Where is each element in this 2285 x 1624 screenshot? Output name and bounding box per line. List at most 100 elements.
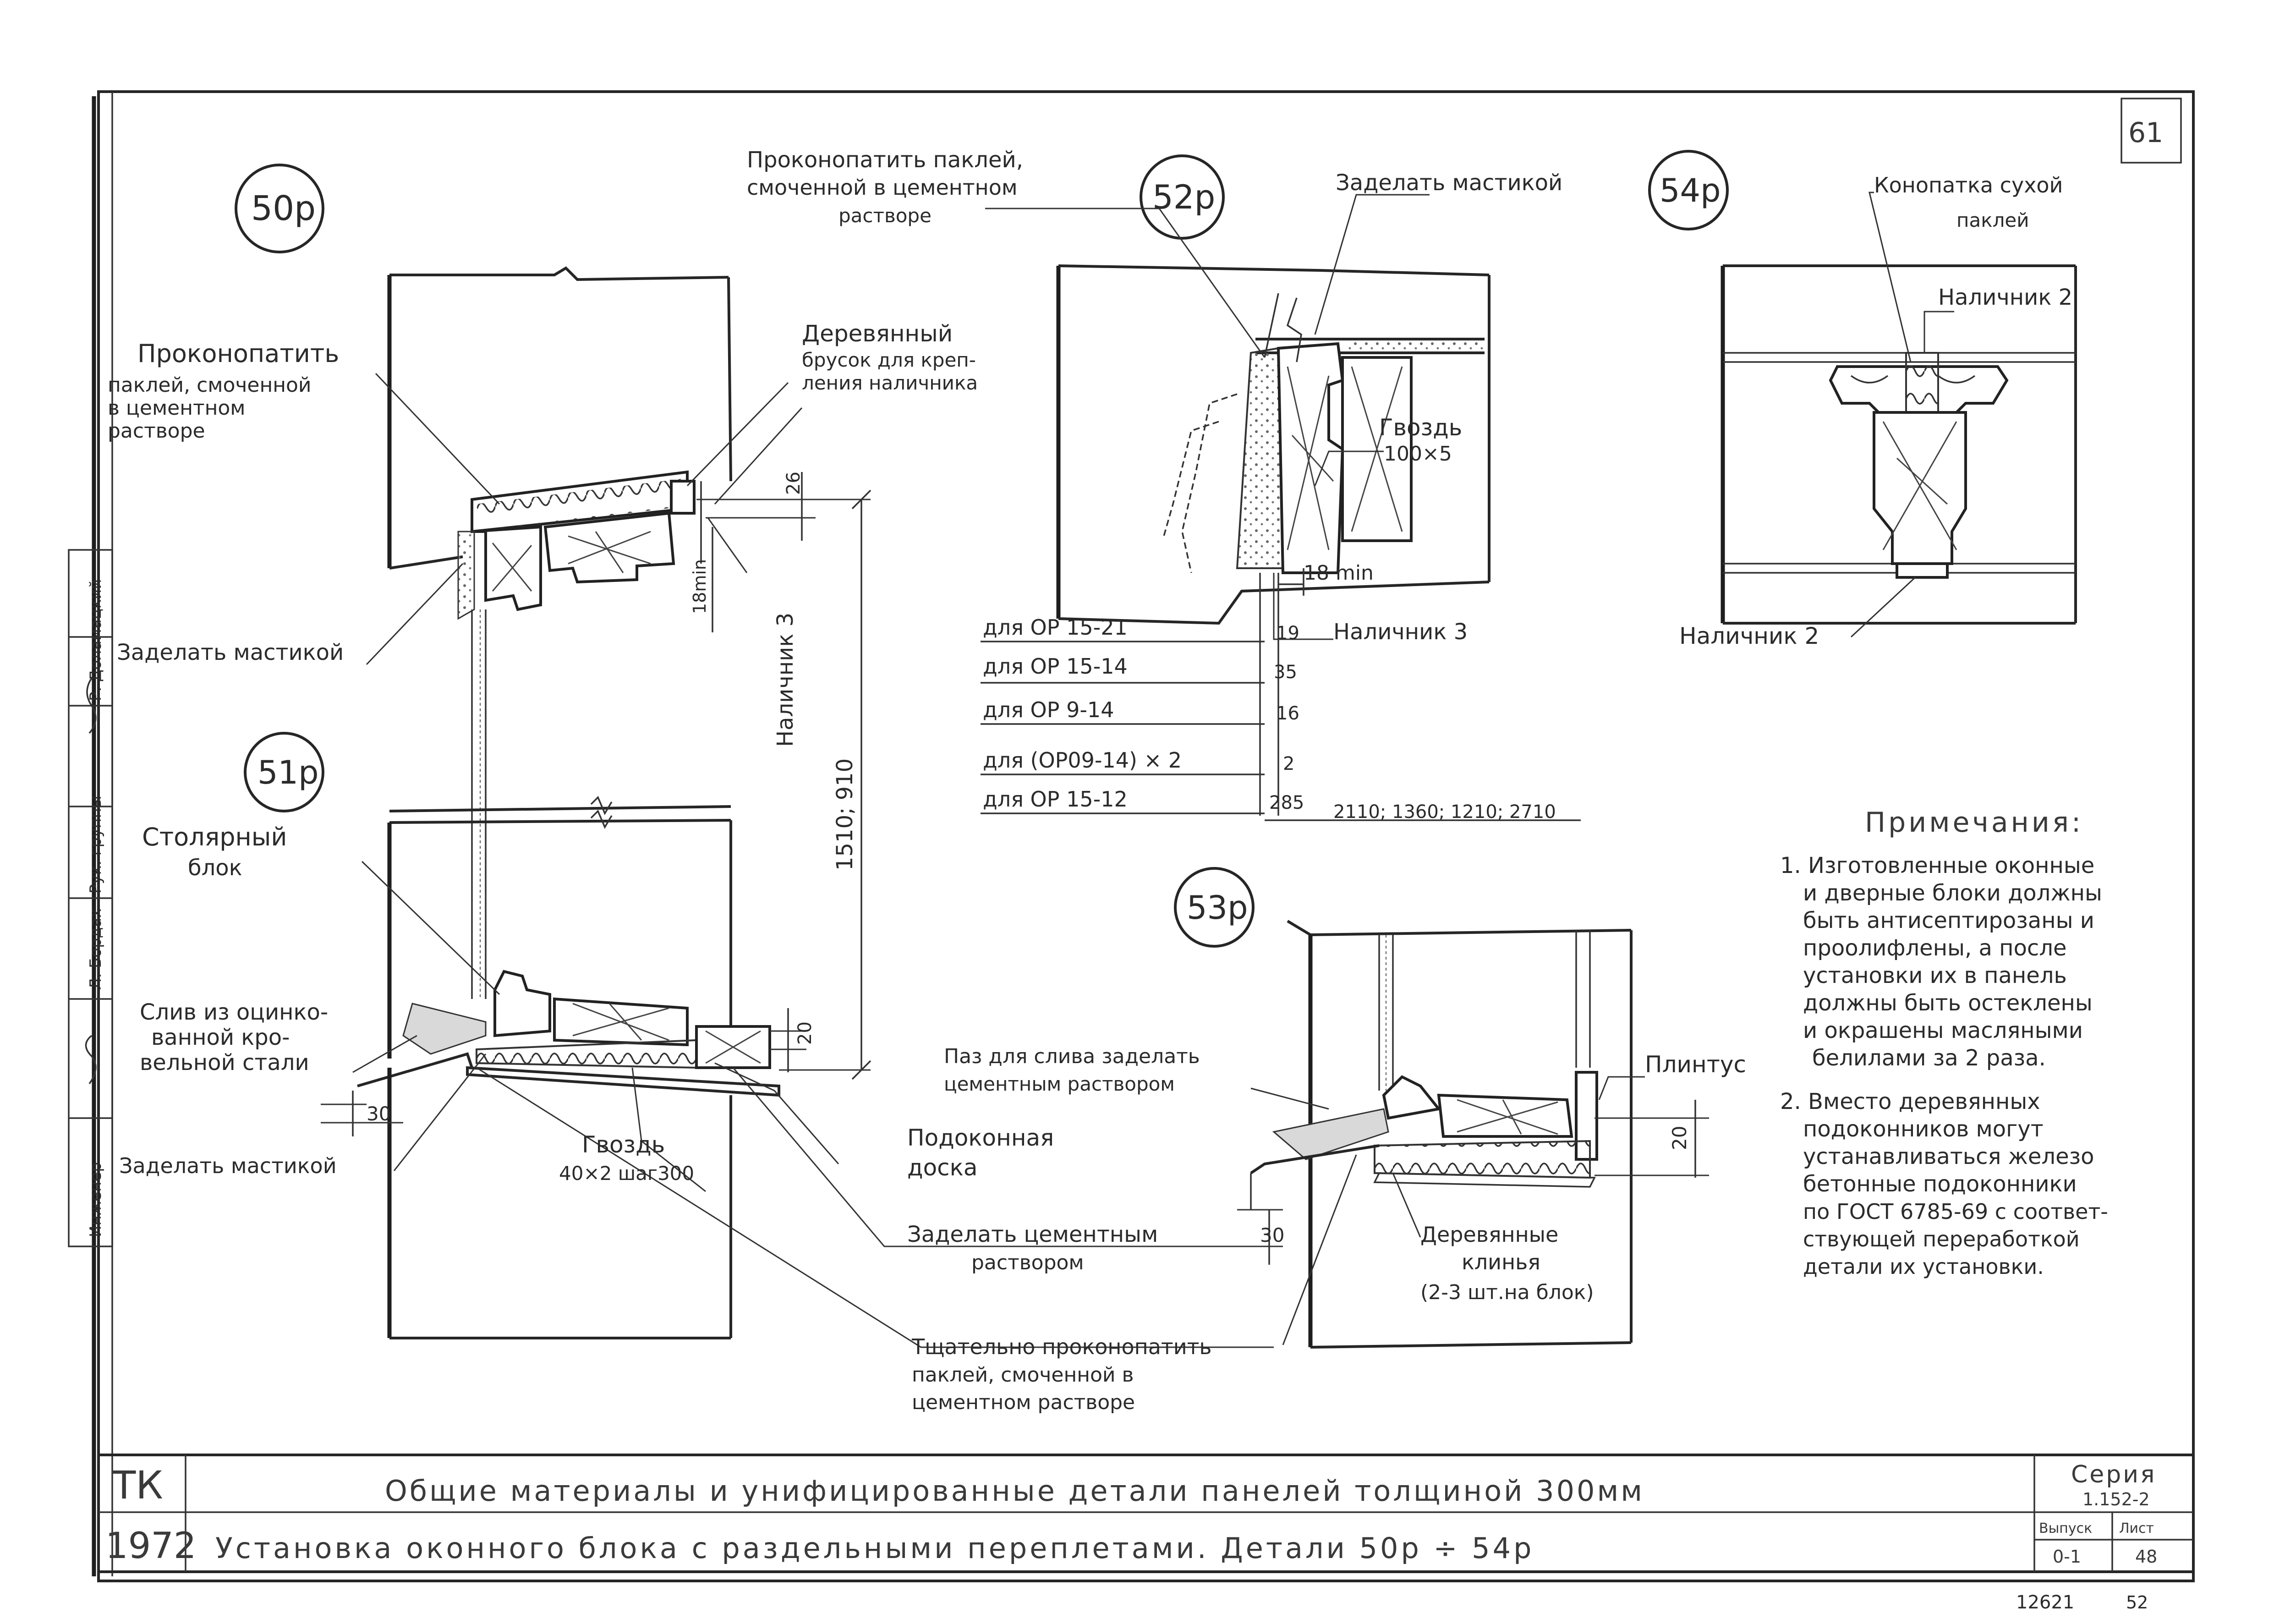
title-block (97, 1454, 2195, 1573)
side-stamp: Инженер Л. Бордах Рук. группы Р. Доламац… (68, 549, 113, 1247)
d50-caulk-title: Проконопатить (137, 339, 339, 368)
note-2-line: ствующей переработкой (1803, 1227, 2080, 1251)
sheet-frame (92, 90, 2195, 1582)
dim-1510-910: 1510; 910 (832, 758, 858, 871)
note-2-line: 2. Вместо деревянных (1780, 1089, 2040, 1114)
bottom-number-suffix: 52 (2126, 1592, 2148, 1613)
d51-joinery-line2: блок (188, 855, 242, 881)
table-row-name: для ОР 15-12 (983, 787, 1128, 812)
dims-bottom-series: 2110; 1360; 1210; 2710 (1333, 801, 1556, 823)
d52-caulk-line2: смоченной в цементном (747, 175, 1018, 200)
d54-caulk-line2: паклей (1956, 209, 2029, 231)
d53-groove-line1: Паз для слива заделать (944, 1045, 1200, 1068)
detail-54-drawing (1721, 192, 2077, 638)
sheet-label: Лист (2119, 1520, 2154, 1536)
detail-50-51-drawing (321, 266, 1274, 1348)
stamp-group-head: Рук. группы (87, 796, 105, 894)
note-2-line: по ГОСТ 6785-69 с соответ- (1803, 1199, 2108, 1224)
stamp-engineer: Инженер (87, 1162, 105, 1237)
d51-drip-line3: вельной стали (140, 1050, 309, 1075)
detail-marker-53: 53р (1174, 867, 1255, 948)
d51-mastic: Заделать мастикой (119, 1153, 337, 1178)
table-row-value: 16 (1276, 703, 1299, 724)
svg-text:52р: 52р (1152, 178, 1215, 216)
note-2-line: устанавливаться железо (1803, 1144, 2094, 1169)
d53-plinth: Плинтус (1645, 1051, 1746, 1078)
table-row-name: для ОР 15-21 (983, 615, 1128, 640)
note-1-line: и дверные блоки должны (1803, 880, 2102, 906)
d50-bar-line2: брусок для креп- (802, 349, 976, 371)
d52-caulk-line3: растворе (838, 204, 932, 227)
title-year: 1972 (105, 1525, 197, 1567)
d51-nail-line1: Гвоздь (582, 1131, 665, 1158)
d53-groove-line2: цементным раствором (944, 1073, 1175, 1095)
svg-text:51р: 51р (258, 754, 319, 791)
d51-careful-line2: паклей, смоченной в (912, 1363, 1134, 1387)
note-1-line: установки их в панель (1803, 963, 2067, 988)
detail-52-drawing (981, 194, 1581, 821)
title-subtitle: Установка оконного блока с раздельными п… (215, 1531, 1534, 1565)
d50-caulk-line3: растворе (108, 419, 205, 443)
note-1-line: белилами за 2 раза. (1812, 1045, 2046, 1071)
note-1-line: должны быть остеклены (1803, 990, 2093, 1016)
d50-caulk-line2: в цементном (108, 396, 245, 420)
d51-drip-line1: Слив из оцинко- (140, 999, 328, 1025)
dim-20-plinth: 20 (1668, 1126, 1691, 1150)
table-row-name: для ОР 9-14 (983, 697, 1114, 722)
table-row-name: для (ОР09-14) × 2 (983, 748, 1182, 773)
d51-careful-line1: Тщательно проконопатить (911, 1334, 1212, 1359)
dim-30-sill: 30 (1260, 1224, 1284, 1246)
detail-marker-50: 50р (235, 164, 324, 253)
dim-30-drip: 30 (367, 1103, 391, 1125)
table-row-value: 2 (1283, 753, 1294, 774)
d51-cement-line2: раствором (971, 1251, 1084, 1274)
detail-marker-51: 51р (244, 732, 324, 812)
stamp-bordakh: Л. Бордах (87, 909, 105, 990)
title-code: ТК (112, 1463, 163, 1508)
d50-caulk-line1: паклей, смоченной (108, 373, 312, 397)
note-1-line: и окрашены масляными (1803, 1018, 2083, 1043)
note-2-line: бетонные подоконники (1803, 1171, 2077, 1197)
d50-mastic: Заделать мастикой (117, 640, 344, 665)
dim-18min-vertical: 18min (690, 559, 710, 614)
dim-18min-horizontal: 18 min (1304, 561, 1374, 585)
series-value: 1.152-2 (2082, 1489, 2150, 1509)
d54-trim2-top: Наличник 2 (1938, 285, 2072, 310)
detail-marker-52: 52р (1140, 154, 1225, 240)
note-1-line: 1. Изготовленные оконные (1780, 853, 2094, 878)
note-2-line: детали их установки. (1803, 1254, 2044, 1279)
d51-careful-line3: цементном растворе (912, 1391, 1135, 1414)
detail-53-drawing (1237, 920, 1709, 1349)
d50-trim3: Наличник 3 (773, 613, 798, 747)
sheet-number: 61 (2128, 117, 2163, 149)
svg-text:50р: 50р (251, 189, 316, 228)
d52-nail-line1: Гвоздь (1379, 414, 1462, 441)
table-row-value: 285 (1269, 792, 1304, 813)
svg-text:53р: 53р (1187, 889, 1248, 927)
issue-value: 0-1 (2053, 1547, 2081, 1567)
d52-caulk-line1: Проконопатить паклей, (747, 147, 1023, 173)
table-row-name: для ОР 15-14 (983, 654, 1128, 679)
table-row-value: 19 (1276, 623, 1299, 644)
d52-trim3: Наличник 3 (1333, 619, 1468, 645)
d51-sill-line1: Подоконная (907, 1125, 1054, 1151)
d51-joinery-line1: Столярный (142, 823, 287, 851)
note-1-line: быть антисептирозаны и (1803, 908, 2094, 933)
d53-wedges-line3: (2-3 шт.на блок) (1420, 1281, 1594, 1304)
d53-wedges-line1: Деревянные (1420, 1222, 1558, 1247)
d51-drip-line2: ванной кро- (151, 1025, 290, 1050)
d52-nail-line2: 100×5 (1384, 442, 1452, 466)
notes-block: Примечания: 1. Изготовленные оконные и д… (1780, 807, 2108, 1279)
dim-20-sill: 20 (795, 1021, 816, 1045)
d51-sill-line2: доска (907, 1154, 978, 1181)
d53-wedges-line2: клинья (1462, 1250, 1540, 1274)
issue-label: Выпуск (2039, 1520, 2092, 1536)
d50-bar-line3: ления наличника (802, 372, 978, 394)
table-row-value: 35 (1274, 662, 1297, 683)
svg-text:54р: 54р (1660, 172, 1721, 209)
d52-mastic: Заделать мастикой (1336, 170, 1562, 196)
note-2-line: подоконников могут (1803, 1116, 2044, 1142)
dim-26: 26 (783, 472, 804, 495)
d51-nail-line2: 40×2 шаг300 (559, 1162, 694, 1185)
